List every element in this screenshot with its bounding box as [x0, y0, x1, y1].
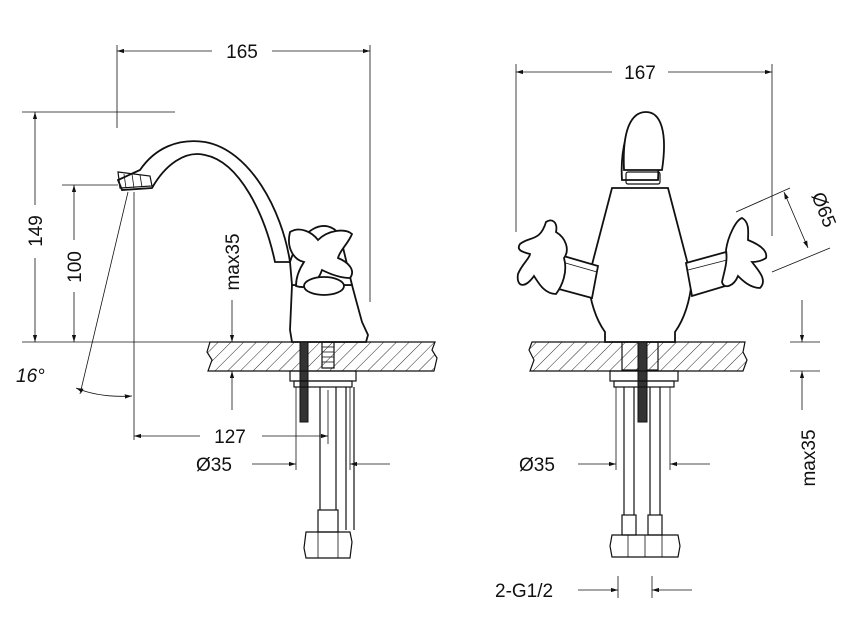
- tap-body-front: [587, 187, 693, 343]
- dim-angle: 16°: [16, 366, 45, 387]
- dim-spout-height: 100: [65, 251, 86, 283]
- cross-handle-side: [288, 228, 354, 288]
- dim-hole-diameter-front: Ø35: [519, 455, 555, 476]
- hose-ferrule-front-right: [647, 514, 663, 536]
- side-view: 165 149 100 max35 16° 127 Ø35: [16, 42, 438, 559]
- hose-ferrule-front-left: [621, 514, 637, 536]
- handle-cap-side: [303, 276, 345, 296]
- mounting-rod-side: [299, 341, 309, 423]
- dim-max-thickness-side: max35: [223, 233, 244, 290]
- dim-hole-diameter-side: Ø35: [196, 455, 232, 476]
- aerator-front: [625, 171, 661, 185]
- mounting-washer-front: [613, 380, 675, 388]
- hose-ferrule-side: [317, 509, 339, 533]
- hose-nuts-front: [609, 534, 681, 558]
- dim-max-thickness-front: max35: [799, 429, 820, 486]
- cross-handle-left: [516, 219, 568, 295]
- dim-handle-diameter: Ø65: [807, 189, 840, 230]
- dim-width-front: 167: [624, 63, 656, 84]
- dim-reach: 127: [214, 427, 246, 448]
- spout-side: [116, 140, 292, 263]
- tap-base-side: [289, 284, 369, 343]
- dim-height-side: 149: [26, 215, 47, 247]
- spout-nozzle: [117, 171, 153, 189]
- dim-connection: 2-G1/2: [495, 581, 553, 602]
- mounting-rod-front: [637, 341, 648, 423]
- dim-width-side: 165: [226, 42, 258, 63]
- front-view: 167 Ø65 max35 Ø35 2-G1/2: [495, 63, 840, 602]
- mounting-washer-side: [293, 380, 353, 388]
- cross-handle-right: [721, 217, 768, 289]
- hose-nut-side: [303, 531, 353, 559]
- spout-top-front: [622, 111, 665, 171]
- threaded-shank-side: [321, 341, 335, 369]
